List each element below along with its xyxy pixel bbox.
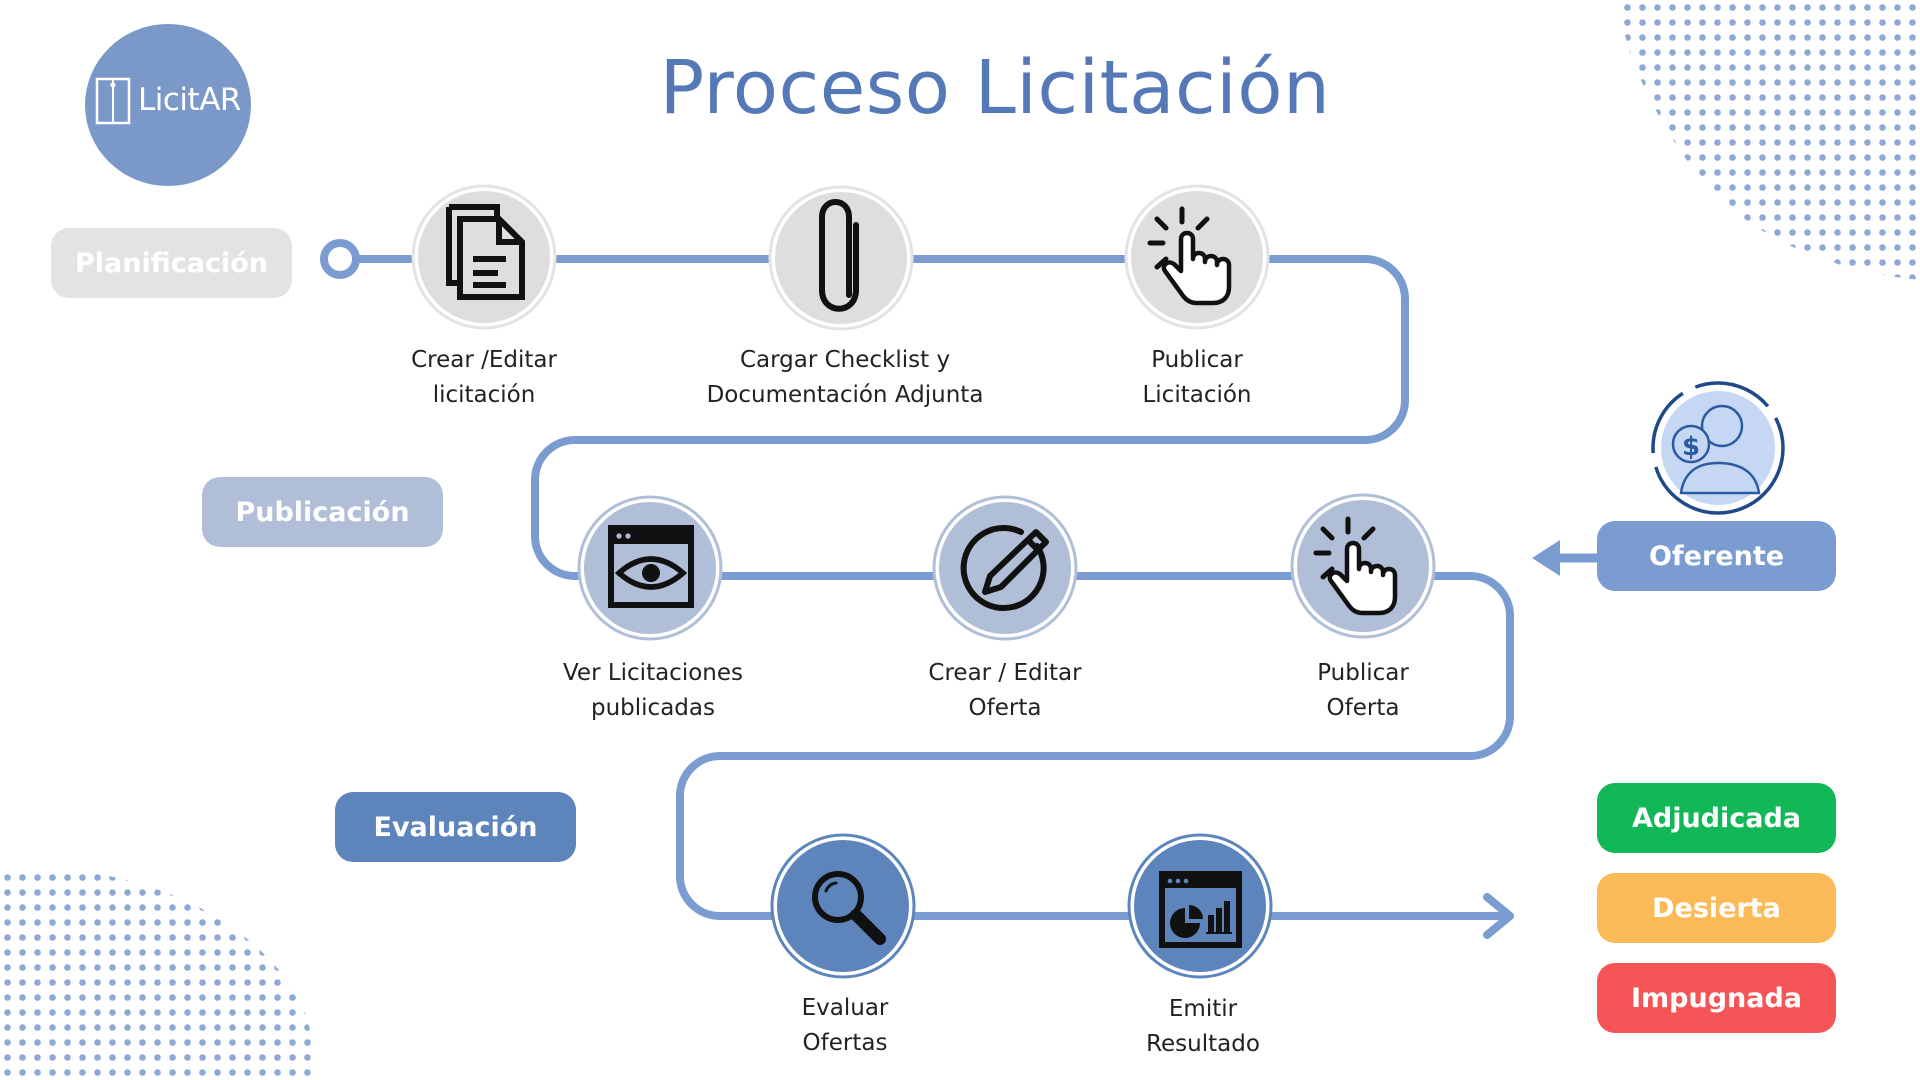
step-3-label: Publicar Licitación (1047, 343, 1347, 413)
browser-eye-icon (608, 525, 694, 608)
step-4-node (577, 495, 723, 641)
step-4-label: Ver Licitaciones publicadas (503, 656, 803, 726)
page-title: Proceso Licitación (659, 45, 1331, 131)
step-8-label: Emitir Resultado (1053, 992, 1353, 1062)
outcome-desierta[interactable]: Desierta (1597, 873, 1836, 943)
step-1-line1: Crear /Editar (411, 347, 557, 373)
start-node (320, 239, 360, 279)
path-row-1 (336, 255, 1409, 580)
arrow-head (1483, 893, 1514, 939)
oferente-button[interactable]: Oferente (1597, 521, 1836, 591)
step-7-label: Evaluar Ofertas (695, 991, 995, 1061)
stage-publicacion[interactable]: Publicación (202, 477, 443, 547)
report-chart-icon (1159, 871, 1242, 948)
svg-text:$: $ (1682, 432, 1700, 462)
document-icon (95, 77, 131, 125)
step-1-node (411, 184, 557, 330)
step-3-line2: Licitación (1142, 382, 1252, 408)
stage-evaluacion[interactable]: Evaluación (335, 792, 576, 862)
stage-planificacion[interactable]: Planificación (51, 228, 292, 298)
step-1-line2: licitación (432, 382, 536, 408)
outcome-impugnada[interactable]: Impugnada (1597, 963, 1836, 1033)
step-2-line1: Cargar Checklist y (739, 347, 951, 373)
outcome-adjudicada[interactable]: Adjudicada (1597, 783, 1836, 853)
step-5-line2: Oferta (968, 695, 1042, 721)
step-2-node (768, 185, 914, 331)
step-5-label: Crear / Editar Oferta (855, 656, 1155, 726)
step-5-line1: Crear / Editar (928, 660, 1082, 686)
step-6-label: Publicar Oferta (1213, 656, 1513, 726)
step-4-line2: publicadas (591, 695, 715, 721)
step-7-node (770, 833, 916, 979)
step-8-line1: Emitir (1168, 996, 1238, 1022)
path-row-2 (571, 572, 1514, 920)
step-6-node (1290, 493, 1436, 639)
pencil-icon (960, 525, 1049, 611)
step-3-node (1124, 184, 1270, 330)
logo-text: LicitAR (138, 82, 241, 118)
step-8-node (1127, 833, 1273, 979)
step-7-line1: Evaluar (801, 995, 889, 1021)
step-5-node (932, 495, 1078, 641)
step-6-line1: Publicar (1317, 660, 1409, 686)
step-6-line2: Oferta (1326, 695, 1400, 721)
step-1-label: Crear /Editar licitación (334, 343, 634, 413)
step-7-line2: Ofertas (802, 1030, 888, 1056)
oferente-arrow (1532, 540, 1598, 576)
paperclip-icon (819, 199, 859, 312)
step-2-line2: Documentación Adjunta (706, 382, 984, 408)
licitar-logo[interactable]: LicitAR (85, 24, 251, 186)
step-3-line1: Publicar (1151, 347, 1243, 373)
step-8-line2: Resultado (1146, 1031, 1260, 1057)
step-2-label: Cargar Checklist y Documentación Adjunta (695, 343, 995, 413)
step-4-line1: Ver Licitaciones (562, 660, 744, 686)
magnifier-icon (812, 871, 886, 945)
bidder-person-icon: $ (1651, 381, 1785, 515)
